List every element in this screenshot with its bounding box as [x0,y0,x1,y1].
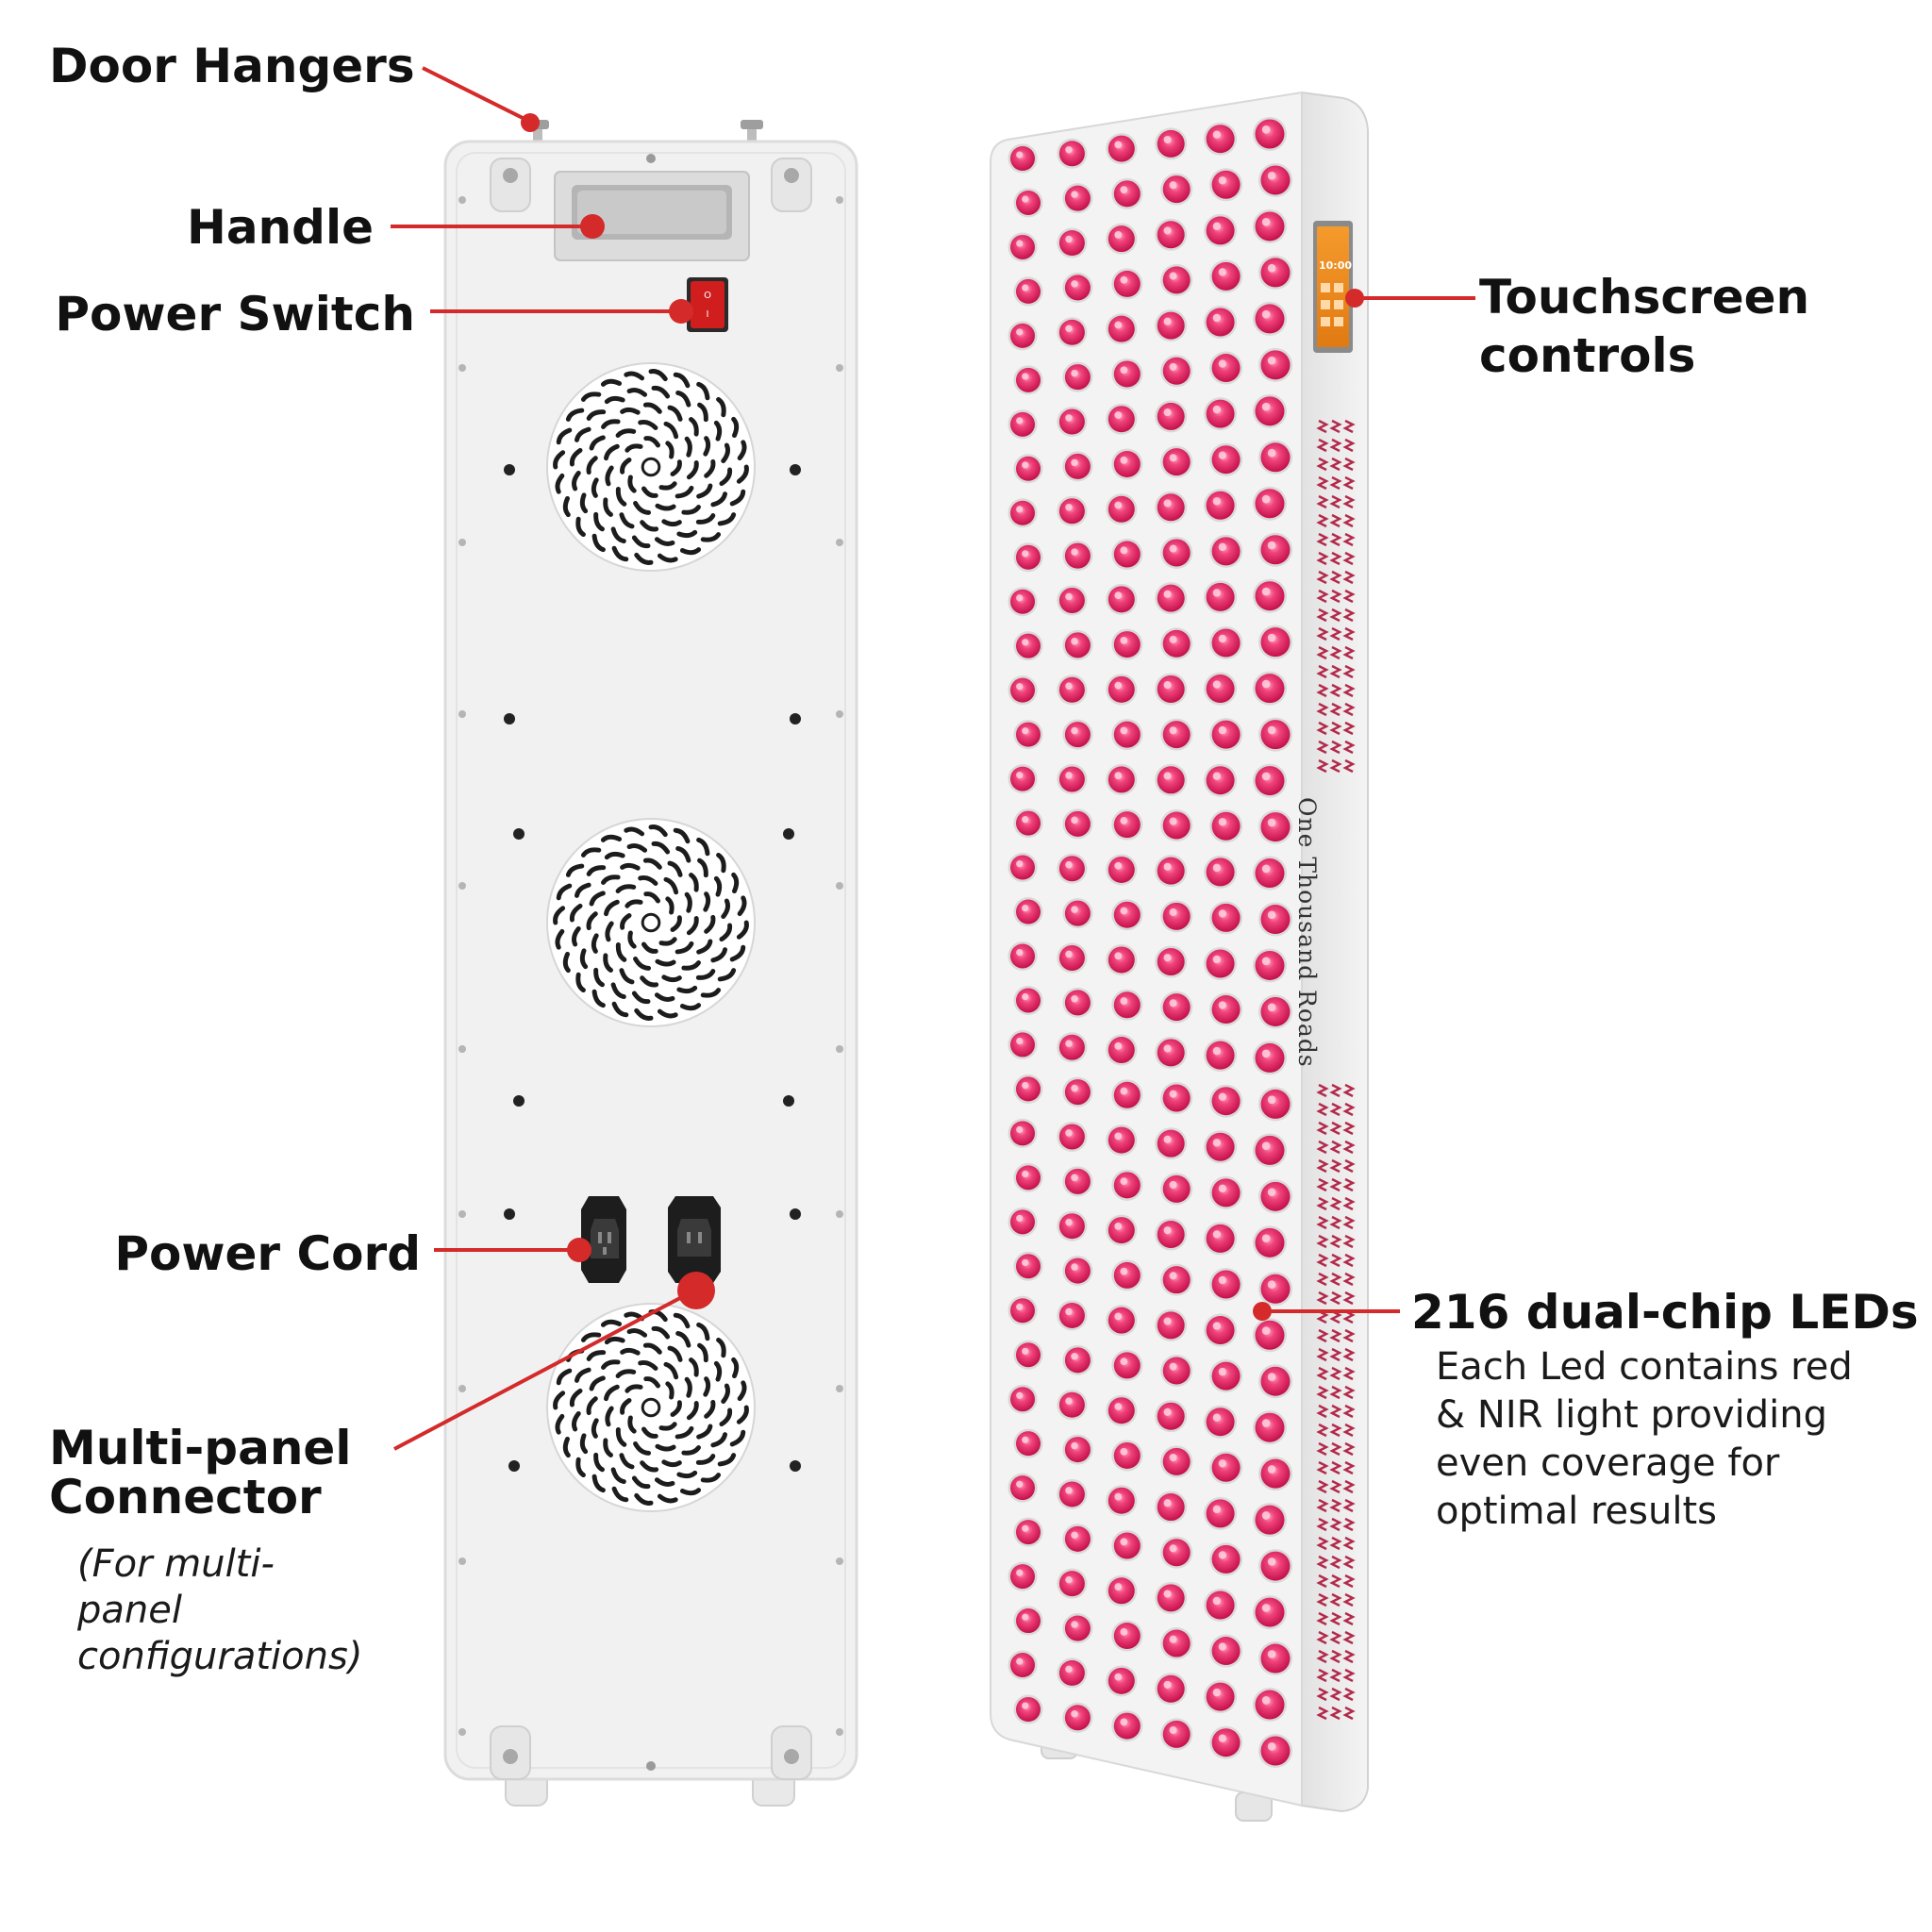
callout-dots [521,113,1364,1321]
front-panel [990,91,1369,1822]
touchscreen-label-line2: controls [1479,328,1696,383]
corner-mount [771,158,812,212]
back-panel: O I [443,120,858,1807]
handle-label: Handle [186,200,374,255]
multi-panel-dot [677,1272,715,1309]
multi-panel-leader [393,1289,695,1451]
leds-dot [1253,1302,1272,1321]
leds-description-line: optimal results [1436,1490,1717,1533]
screen-time: 10:00 [1319,259,1353,272]
svg-text:O: O [704,291,711,301]
door-hangers-leader [422,66,529,123]
power-switch: O I [687,277,728,332]
corner-mount [771,1725,812,1780]
power-switch-label: Power Switch [55,287,415,341]
power-cord-socket [581,1196,626,1283]
door-hangers-label: Door Hangers [49,39,415,93]
handle-dot [580,214,605,239]
power-cord-label: Power Cord [114,1226,421,1281]
multi-panel-note: (For multi- panel configurations) [77,1541,362,1680]
touchscreen [1313,221,1353,353]
leds-description: Each Led contains red & NIR light provid… [1436,1343,1853,1536]
multi-panel-label-line1: Multi-panel [49,1421,352,1475]
door-hanger-bolt [741,120,763,150]
cooling-fan [546,818,756,1027]
leds-label: 216 dual-chip LEDs [1411,1285,1919,1340]
side-vents [1316,1083,1356,1721]
side-vents [1316,419,1356,774]
power-switch-dot [669,299,693,324]
leds-description-line: even coverage for [1436,1441,1780,1485]
leds-description-line: Each Led contains red [1436,1345,1853,1389]
power-cord-dot [567,1238,591,1262]
corner-mount [490,1725,531,1780]
touchscreen-dot [1345,289,1364,308]
cooling-fan [546,362,756,572]
multi-panel-note-line: panel [77,1589,182,1632]
door-hangers-dot [521,113,540,132]
leds-description-line: & NIR light providing [1436,1393,1827,1437]
handle [554,171,750,261]
multi-panel-note-line: configurations) [77,1635,363,1678]
panel-screws [458,154,843,1771]
multi-panel-note-line: (For multi- [77,1542,275,1586]
touchscreen-label-line1: Touchscreen [1479,270,1810,325]
brand-name: One Thousand Roads [1293,797,1321,1068]
callouts [391,66,1475,1451]
multi-panel-label-line2: Connector [49,1470,322,1524]
multi-panel-connector-socket [668,1196,721,1283]
svg-text:I: I [707,309,709,320]
cooling-fan [546,1303,756,1512]
corner-mount [490,158,531,212]
led-array [1008,117,1292,1768]
front-panel-face [990,91,1303,1807]
